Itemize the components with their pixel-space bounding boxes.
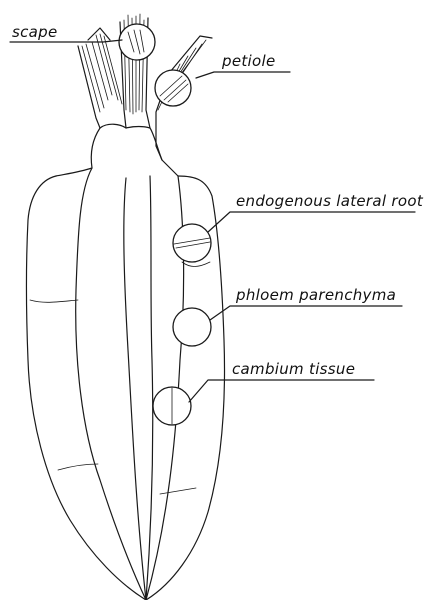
leader-lines [10, 40, 415, 402]
label-scape: scape [12, 23, 58, 41]
crown-left [56, 128, 100, 176]
label-phloem-parenchyma: phloem parenchyma [235, 286, 396, 304]
root-crown [100, 124, 178, 176]
label-petiole: petiole [221, 52, 275, 70]
petiole-callout [155, 70, 191, 106]
label-endogenous-lateral-root: endogenous lateral root [236, 192, 424, 210]
label-cambium-tissue: cambium tissue [232, 360, 355, 378]
phloem-callout [173, 308, 211, 346]
